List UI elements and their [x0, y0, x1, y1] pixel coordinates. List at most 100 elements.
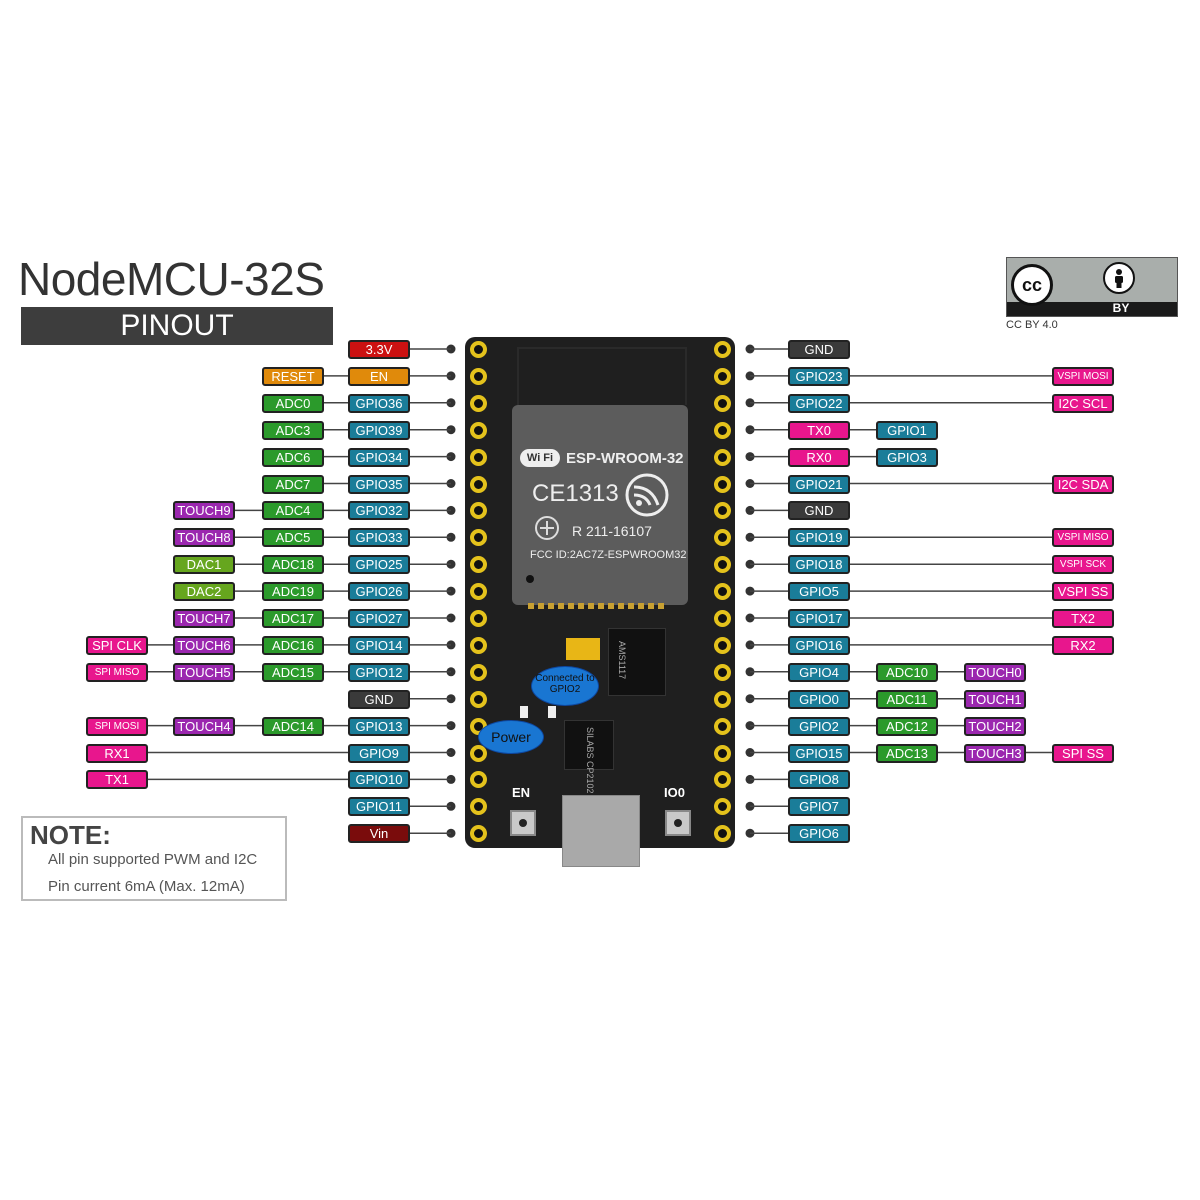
pin-label-gpio16: GPIO16 [788, 635, 850, 655]
header-pin [714, 341, 731, 358]
pin-label-spi-mosi: SPI MOSI [86, 716, 148, 736]
header-pin [470, 583, 487, 601]
pin-label-adc13: ADC13 [876, 743, 938, 763]
header-pin [714, 690, 731, 708]
en-button-cap [519, 819, 527, 827]
note-box [21, 816, 287, 901]
header-pin [470, 610, 487, 627]
note-title: NOTE: [30, 820, 111, 850]
module-castellations [528, 603, 668, 609]
pin-label-gpio5: GPIO5 [788, 582, 850, 602]
header-pin [470, 475, 487, 493]
io0-button[interactable] [665, 810, 691, 836]
header-pin [714, 502, 731, 520]
header-pin [714, 717, 731, 735]
header-pin [470, 502, 487, 520]
pin-label-adc16: ADC16 [262, 635, 324, 655]
en-button-label: EN [512, 785, 531, 800]
pin-label-gpio15: GPIO15 [788, 743, 850, 763]
pin-label-adc3: ADC3 [262, 420, 324, 440]
pin-label-gpio39: GPIO39 [348, 420, 410, 440]
regulator-chip: AMS1117 [608, 628, 666, 696]
pin-label-i2c-scl: I2C SCL [1052, 393, 1114, 413]
pin-label-gpio34: GPIO34 [348, 447, 410, 467]
pin-label-touch4: TOUCH4 [173, 716, 235, 736]
header-pin [470, 771, 487, 789]
power-callout: Power [478, 720, 544, 754]
pin-label-gpio23: GPIO23 [788, 366, 850, 386]
esp-module: Wi Fi ESP-WROOM-32 CE1313 R 211-16107 FC… [512, 405, 688, 605]
pin-label-touch1: TOUCH1 [964, 689, 1026, 709]
pin-label-gpio22: GPIO22 [788, 393, 850, 413]
header-pin [714, 529, 731, 547]
pin-label-gpio3: GPIO3 [876, 447, 938, 467]
header-pin [470, 556, 487, 574]
pin-label-vspi-sck: VSPI SCK [1052, 555, 1114, 575]
pin-label-gnd: GND [788, 340, 850, 359]
pin-label-adc10: ADC10 [876, 662, 938, 682]
pin-label-spi-ss: SPI SS [1052, 743, 1114, 763]
pin-label-en: EN [348, 366, 410, 386]
pin-label-touch2: TOUCH2 [964, 716, 1026, 736]
pin-label-3-3v: 3.3V [348, 340, 410, 359]
io0-button-label: IO0 [664, 785, 685, 800]
header-pin [714, 556, 731, 574]
pin-label-gpio1: GPIO1 [876, 420, 938, 440]
pin-label-touch9: TOUCH9 [173, 501, 235, 521]
page-title: NodeMCU-32S [18, 253, 325, 305]
header-pin [470, 448, 487, 466]
header-pin [470, 636, 487, 654]
header-pin [714, 367, 731, 385]
header-pin [470, 690, 487, 708]
header-pin [714, 771, 731, 789]
pin-label-touch3: TOUCH3 [964, 743, 1026, 763]
pin-label-rx2: RX2 [1052, 635, 1114, 655]
pin-label-gpio2: GPIO2 [788, 716, 850, 736]
header-pin [470, 529, 487, 547]
usb-chip-label: SILABS CP2102 [585, 727, 595, 794]
note-line-current: Pin current 6mA (Max. 12mA) [48, 878, 245, 895]
header-pin [714, 636, 731, 654]
pin-label-gnd: GND [348, 689, 410, 709]
pin-label-adc0: ADC0 [262, 393, 324, 413]
wifi-logo: Wi Fi [520, 449, 560, 467]
antenna-trace [517, 347, 687, 405]
header-pin [714, 394, 731, 412]
en-button[interactable] [510, 810, 536, 836]
pin-label-gpio27: GPIO27 [348, 609, 410, 628]
usb-port[interactable] [562, 795, 640, 867]
pin-label-adc7: ADC7 [262, 474, 324, 494]
header-pin [470, 421, 487, 439]
pin-label-adc6: ADC6 [262, 447, 324, 467]
attribution-person-icon [1103, 262, 1135, 294]
page-subtitle: PINOUT [21, 307, 333, 345]
pin-label-vspi-miso: VSPI MISO [1052, 528, 1114, 548]
header-pin [714, 448, 731, 466]
pin-label-gpio18: GPIO18 [788, 555, 850, 575]
pin-label-gpio13: GPIO13 [348, 716, 410, 736]
pin-label-tx0: TX0 [788, 420, 850, 440]
pin-label-spi-clk: SPI CLK [86, 635, 148, 655]
header-pin [470, 798, 487, 816]
pin-label-vspi-mosi: VSPI MOSI [1052, 366, 1114, 386]
header-pin [470, 744, 487, 762]
header-pin [714, 798, 731, 816]
pin-label-touch8: TOUCH8 [173, 528, 235, 548]
pin-label-dac2: DAC2 [173, 582, 235, 602]
pin-label-gpio8: GPIO8 [788, 770, 850, 790]
person-glyph [1115, 269, 1123, 288]
power-led [520, 706, 528, 718]
pin-label-gpio36: GPIO36 [348, 393, 410, 413]
pin-label-adc18: ADC18 [262, 555, 324, 575]
header-pin [470, 367, 487, 385]
pin-label-dac1: DAC1 [173, 555, 235, 575]
header-pin [470, 341, 487, 358]
header-pin [714, 610, 731, 627]
by-label: BY [1112, 301, 1130, 315]
telec-logo-icon [534, 515, 560, 541]
ce-mark: CE1313 [532, 480, 619, 507]
cert-number: R 211-16107 [572, 523, 652, 539]
pin-label-gpio10: GPIO10 [348, 770, 410, 790]
pin-label-adc15: ADC15 [262, 662, 324, 682]
pin1-marker [526, 575, 534, 583]
